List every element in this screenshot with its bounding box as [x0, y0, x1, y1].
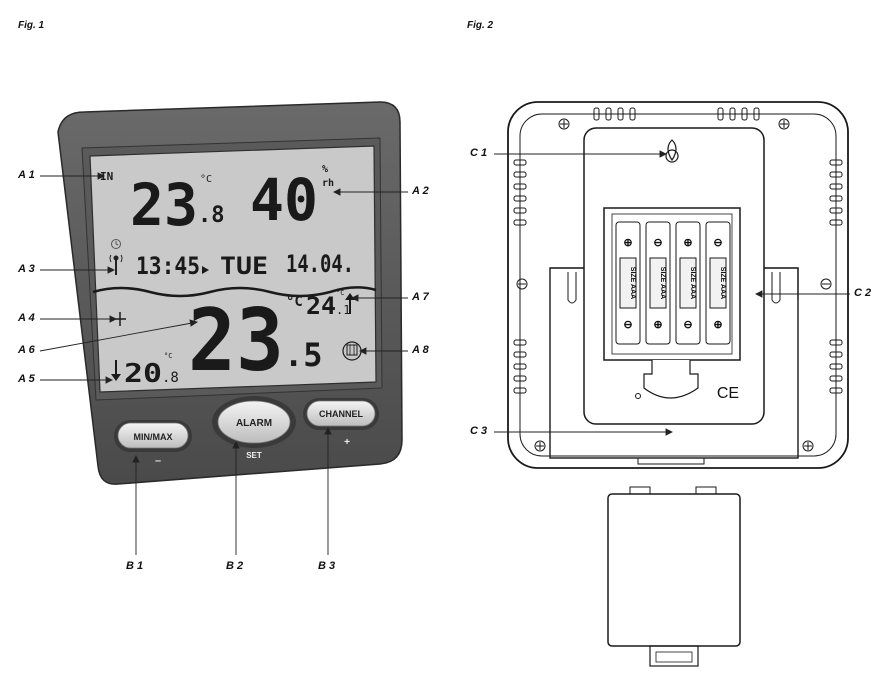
callout-a3: A 3 — [18, 263, 35, 275]
indoor-temp-unit: °C — [200, 174, 212, 185]
fig2-title: Fig. 2 — [467, 20, 494, 31]
indoor-label: IN — [100, 170, 113, 183]
battery3-size: SIZE AAA — [689, 267, 696, 299]
arrowhead — [358, 347, 367, 355]
battery-latch — [643, 360, 699, 399]
plus-sign: + — [344, 437, 350, 448]
stand-hinge-slots — [567, 272, 781, 304]
battery2-minus: ⊖ — [653, 237, 662, 249]
arrowhead — [232, 440, 240, 449]
arrowhead — [107, 266, 116, 274]
display-separator — [92, 286, 377, 298]
max-temp-unit: °C — [336, 289, 344, 297]
min-temp-decimal: .8 — [162, 370, 179, 386]
ce-mark: CE — [717, 385, 739, 402]
callout-c3: C 3 — [470, 425, 488, 437]
indoor-temp-decimal: .8 — [198, 203, 225, 228]
back-shell-inner — [519, 113, 837, 457]
callout-a1: A 1 — [18, 169, 35, 181]
dst-indicator-icon — [202, 266, 209, 274]
callout-b2: B 2 — [226, 560, 244, 572]
arrowhead — [659, 150, 668, 158]
callout-a5: A 5 — [18, 373, 35, 385]
battery3-plus: ⊕ — [683, 237, 692, 249]
battery3-minus: ⊖ — [683, 319, 692, 331]
arrowhead — [324, 426, 332, 435]
arrowhead — [109, 315, 118, 323]
back-shell-outer — [507, 101, 849, 469]
humidity-unit-rh: rh — [322, 178, 334, 189]
alarm-button-label: ALARM — [236, 418, 272, 429]
fig1-callout-lines — [39, 172, 408, 555]
reset-hole — [635, 393, 641, 399]
arrowhead — [132, 454, 140, 463]
callout-c1: C 1 — [470, 147, 488, 159]
battery4-plus: ⊕ — [713, 319, 722, 331]
humidity-unit-pct: % — [322, 164, 328, 175]
callout-b3: B 3 — [318, 560, 336, 572]
arrowhead — [754, 290, 763, 298]
callout-c2: C 2 — [854, 287, 872, 299]
battery4-size: SIZE AAA — [719, 267, 726, 299]
left-vents — [513, 159, 527, 394]
radio-clock-icon — [109, 239, 123, 275]
channel-button[interactable]: CHANNEL — [303, 398, 379, 430]
battery1-minus: ⊖ — [623, 319, 632, 331]
arrowhead — [97, 172, 106, 180]
channel-button-label: CHANNEL — [319, 409, 364, 419]
battery2-size: SIZE AAA — [659, 267, 666, 299]
battery1-size: SIZE AAA — [629, 267, 636, 299]
max-temp: 24 — [306, 292, 336, 320]
callout-b1: B 1 — [126, 560, 144, 572]
callout-a8: A 8 — [412, 344, 429, 356]
screws — [516, 118, 832, 452]
battery-cover — [607, 486, 741, 667]
weekday-display: TUE — [220, 252, 268, 280]
arrowhead — [105, 376, 114, 384]
battery-labels: ⊕ ⊖ ⊕ ⊖ ⊖ ⊕ ⊖ ⊕ SIZE AAA SIZE AAA SIZE A… — [623, 237, 726, 331]
date-display: 14.04. — [286, 250, 354, 278]
min-arrow-icon — [111, 360, 121, 381]
minmax-button[interactable]: MIN/MAX — [114, 420, 192, 452]
battery1-plus: ⊕ — [623, 237, 632, 249]
arrowhead — [665, 428, 674, 436]
minus-sign: – — [155, 455, 161, 467]
time-display: 13:45 — [136, 252, 200, 280]
right-vents — [829, 159, 843, 394]
lcd-screen — [89, 145, 377, 393]
batteries — [615, 221, 731, 345]
battery2-plus: ⊕ — [653, 319, 662, 331]
top-vents — [593, 107, 760, 121]
fig1-title: Fig. 1 — [18, 20, 45, 31]
callout-a2: A 2 — [412, 185, 429, 197]
max-temp-decimal: .1 — [336, 303, 350, 317]
humidity-value: 40 — [250, 166, 318, 234]
back-device — [507, 101, 849, 469]
hanging-hole — [667, 139, 677, 162]
minmax-button-label: MIN/MAX — [134, 432, 173, 442]
arrowhead — [189, 319, 199, 327]
front-device: IN 23 .8 °C 40 % rh 13:45 TUE 14.04. 23 … — [57, 101, 403, 485]
fig2-callout-lines — [494, 150, 850, 436]
min-temp: 20 — [124, 359, 162, 389]
arrowhead — [350, 294, 359, 302]
outdoor-temp-main: 23 — [188, 291, 284, 391]
callout-a4: A 4 — [18, 312, 35, 324]
min-temp-unit: °C — [164, 352, 172, 360]
battery4-minus: ⊖ — [713, 237, 722, 249]
outdoor-temp-unit: °C — [286, 294, 303, 310]
callout-a7: A 7 — [412, 291, 429, 303]
indoor-temp-main: 23 — [130, 171, 198, 239]
set-label: SET — [246, 451, 262, 460]
alarm-button[interactable]: ALARM — [212, 396, 296, 448]
outdoor-temp-decimal: .5 — [284, 336, 323, 374]
stand-foot — [637, 457, 705, 465]
arrowhead — [332, 188, 341, 196]
callout-a6: A 6 — [18, 344, 35, 356]
